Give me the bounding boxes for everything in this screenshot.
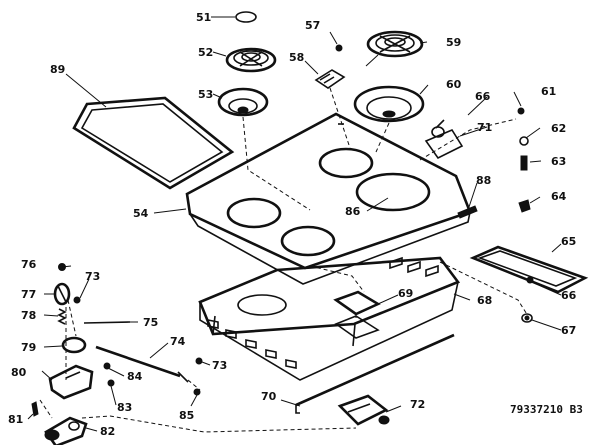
label-64: 64	[551, 190, 567, 203]
label-78: 78	[21, 309, 36, 322]
label-89: 89	[50, 63, 65, 76]
part-62-washer	[519, 136, 529, 146]
label-85: 85	[179, 409, 194, 422]
label-84: 84	[127, 370, 143, 383]
callout-labels: 51 52 53 54 57 58 59 60 61 62 63 64 65 6…	[8, 11, 583, 438]
part-70-rod	[295, 333, 455, 414]
label-60: 60	[446, 78, 462, 91]
part-82-infinite-switch	[44, 416, 88, 445]
label-76: 76	[21, 258, 37, 271]
part-63-screw	[520, 155, 528, 171]
label-58: 58	[289, 51, 304, 64]
label-68: 68	[477, 294, 492, 307]
part-73-screw	[73, 296, 81, 304]
part-61-screw	[517, 107, 525, 115]
label-65: 65	[561, 235, 576, 248]
label-70: 70	[261, 390, 277, 403]
part-89-panel	[72, 96, 235, 190]
label-67: 67	[561, 324, 576, 337]
part-78-spring	[57, 308, 67, 325]
label-75: 75	[143, 316, 158, 329]
part-84-screw	[103, 362, 111, 370]
part-58-receptacle	[314, 69, 346, 89]
label-73-upper: 73	[85, 270, 100, 283]
label-86: 86	[345, 205, 361, 218]
part-51-cap	[235, 11, 257, 23]
label-88: 88	[476, 174, 491, 187]
label-53: 53	[198, 88, 213, 101]
part-71-switch	[424, 119, 464, 160]
part-79-bezel	[61, 336, 87, 354]
label-73-lower: 73	[212, 359, 227, 372]
part-53-drip-bowl	[217, 87, 269, 117]
label-71: 71	[477, 121, 492, 134]
part-83-screw	[107, 379, 115, 387]
label-74: 74	[170, 335, 186, 348]
label-62: 62	[551, 122, 566, 135]
part-88-trim	[457, 205, 478, 219]
label-80: 80	[11, 366, 27, 379]
part-67-screw	[521, 313, 533, 323]
part-74-switch-rod	[95, 345, 201, 391]
part-72-terminal-block	[337, 394, 390, 426]
label-51: 51	[196, 11, 211, 24]
part-59-surface-element-large	[365, 30, 424, 67]
label-61: 61	[541, 85, 556, 98]
part-75-rod	[67, 299, 131, 337]
part-65-shield	[469, 245, 589, 294]
part-66-screw	[526, 276, 534, 284]
part-85-screw	[193, 388, 201, 396]
part-81-screw	[31, 401, 39, 417]
label-82: 82	[100, 425, 115, 438]
leader-lines	[27, 16, 562, 432]
label-52: 52	[198, 46, 213, 59]
label-79: 79	[21, 341, 36, 354]
part-52-surface-element-small	[225, 47, 277, 73]
part-73b-screw	[195, 357, 203, 365]
dashed-wire-81	[39, 399, 53, 419]
label-63: 63	[551, 155, 566, 168]
label-54: 54	[133, 207, 149, 220]
drawing-code: 79337210 B3	[510, 403, 583, 416]
label-69: 69	[398, 287, 413, 300]
dashed-wire-lower	[81, 415, 357, 433]
part-60-drip-bowl-large	[353, 85, 425, 123]
label-81: 81	[8, 413, 23, 426]
part-77-knob	[53, 282, 71, 306]
label-77: 77	[21, 288, 36, 301]
label-83: 83	[117, 401, 132, 414]
part-80-switch-bracket	[48, 364, 94, 400]
label-66-upper: 66	[475, 90, 491, 103]
label-66-lower: 66	[561, 289, 577, 302]
label-72: 72	[410, 398, 425, 411]
part-54-maintop	[185, 87, 517, 285]
part-57-screw	[335, 44, 343, 52]
part-68-burner-box	[198, 256, 529, 381]
label-57: 57	[305, 19, 320, 32]
label-59: 59	[446, 36, 461, 49]
part-64-clip	[518, 199, 531, 213]
